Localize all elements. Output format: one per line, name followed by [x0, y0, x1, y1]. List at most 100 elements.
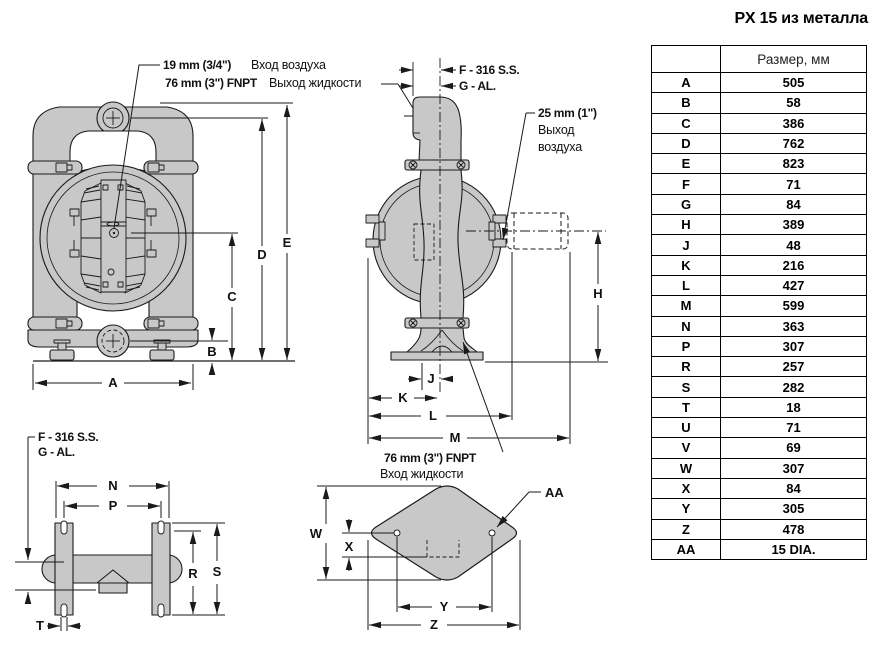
diaphragm-cap-left — [80, 182, 102, 294]
end-view-dimensions — [15, 436, 225, 631]
dim-letter-cell: G — [651, 193, 721, 216]
air-exhaust-callout-line2: воздуха — [538, 140, 582, 154]
dim-label-e: E — [283, 235, 292, 250]
dim-label-t: T — [36, 618, 44, 633]
dim-letter-cell: R — [651, 356, 721, 378]
dim-letter-cell: A — [651, 71, 721, 94]
dim-value-cell: 48 — [720, 234, 867, 256]
dim-value-cell: 505 — [720, 71, 867, 94]
dim-value-cell: 363 — [720, 315, 867, 337]
diaphragm-cap-right — [124, 182, 146, 294]
dim-value-cell: 305 — [720, 498, 867, 520]
dim-label-c: C — [227, 289, 237, 304]
dim-value-cell: 71 — [720, 173, 867, 195]
material-label-f-end: F - 316 S.S. — [38, 430, 98, 444]
dim-label-h: H — [593, 286, 602, 301]
end-view — [41, 520, 183, 618]
dim-letter-cell: W — [651, 457, 721, 479]
dim-label-r: R — [188, 566, 198, 581]
dim-value-cell: 823 — [720, 153, 867, 175]
dim-label-n: N — [108, 478, 117, 493]
dim-value-cell: 15 DIA. — [720, 538, 867, 561]
dim-label-z: Z — [430, 617, 438, 632]
air-exhaust-callout-size: 25 mm (1") — [538, 106, 597, 120]
material-label-g-end: G - AL. — [38, 445, 75, 459]
dim-letter-cell: Z — [651, 518, 721, 540]
cap-bolts — [69, 208, 157, 258]
dim-value-cell: 478 — [720, 518, 867, 540]
dim-letter-cell: Y — [651, 498, 721, 520]
dim-label-k: K — [398, 390, 408, 405]
fluid-outlet-callout-size: 76 mm (3") FNPT — [165, 76, 258, 90]
dim-value-cell: 216 — [720, 254, 867, 276]
air-inlet-callout-text: Вход воздуха — [251, 58, 326, 72]
dim-letter-cell: M — [651, 295, 721, 317]
dim-letter-cell: P — [651, 335, 721, 358]
dim-label-l: L — [429, 408, 437, 423]
dim-letter-cell: F — [651, 173, 721, 195]
table-header-size: Размер, мм — [720, 45, 867, 73]
footprint-dimensions — [317, 485, 541, 630]
fluid-inlet-callout-size: 76 mm (3") FNPT — [384, 451, 477, 465]
dim-label-aa: AA — [545, 485, 564, 500]
dim-label-w: W — [310, 526, 323, 541]
dim-letter-cell: B — [651, 92, 721, 114]
dim-letter-cell: E — [651, 153, 721, 175]
dim-value-cell: 18 — [720, 396, 867, 419]
dim-label-s: S — [213, 564, 222, 579]
dim-letter-cell: L — [651, 274, 721, 297]
dim-label-b: B — [207, 344, 216, 359]
air-inlet-callout-size: 19 mm (3/4") — [163, 58, 231, 72]
dim-letter-cell: N — [651, 315, 721, 337]
technical-drawing: E D C B A 19 mm (3/4") Вход воздуха 76 m… — [15, 58, 608, 635]
dim-letter-cell: X — [651, 477, 721, 500]
dim-letter-cell: V — [651, 437, 721, 459]
clamp-bands — [27, 160, 199, 331]
dim-label-x: X — [345, 539, 354, 554]
dim-value-cell: 307 — [720, 457, 867, 479]
dim-letter-cell: H — [651, 214, 721, 236]
page-title: PX 15 из металла — [734, 10, 868, 27]
dim-label-a: A — [108, 375, 118, 390]
dim-value-cell: 71 — [720, 417, 867, 439]
center-block — [100, 179, 127, 293]
front-view-dimensions — [32, 64, 438, 390]
dim-label-p: P — [109, 498, 118, 513]
dim-value-cell: 282 — [720, 376, 867, 398]
dim-letter-cell: D — [651, 132, 721, 155]
dim-letter-cell: J — [651, 234, 721, 256]
side-view-dimensions — [367, 66, 608, 453]
bottom-port — [96, 324, 130, 358]
dim-value-cell: 386 — [720, 112, 867, 134]
fluid-inlet-callout-text: Вход жидкости — [380, 467, 464, 481]
dim-letter-cell: K — [651, 254, 721, 276]
dim-label-y: Y — [440, 599, 449, 614]
fluid-outlet-callout-text: Выход жидкости — [269, 76, 361, 90]
dim-value-cell: 84 — [720, 193, 867, 216]
front-view — [27, 101, 295, 362]
dim-value-cell: 762 — [720, 132, 867, 155]
material-label-g: G - AL. — [459, 79, 496, 93]
dim-letter-cell: C — [651, 112, 721, 134]
dim-letter-cell: U — [651, 417, 721, 439]
dim-value-cell: 427 — [720, 274, 867, 297]
